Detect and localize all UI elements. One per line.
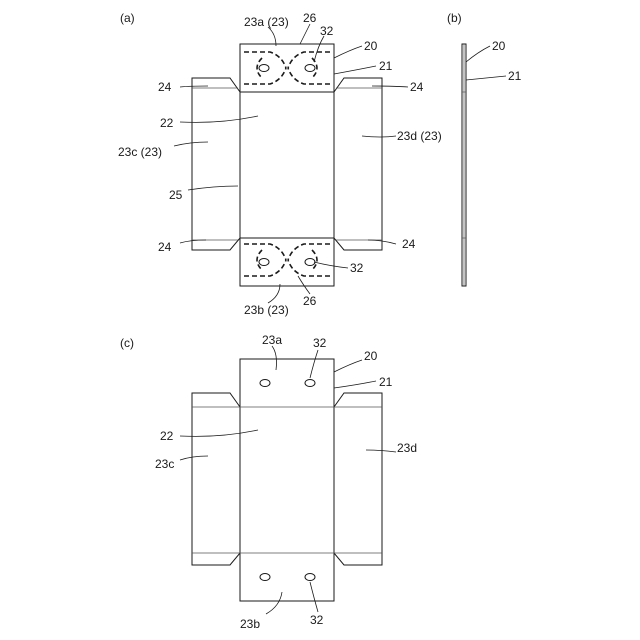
view-a: (a) xyxy=(118,11,442,317)
label-c-bottom-panel: 22 xyxy=(160,429,174,443)
label-hole-bottom: 32 xyxy=(350,261,364,275)
view-c-caption: (c) xyxy=(120,336,134,350)
label-corner-tr: 24 xyxy=(410,80,424,94)
view-c: (c) 23a 32 20 21 22 23c 23d 23b 32 xyxy=(120,333,417,631)
hole-icon xyxy=(305,259,315,266)
hole-icon xyxy=(305,65,315,72)
label-corner-br: 24 xyxy=(402,237,416,251)
label-sheet: 20 xyxy=(364,39,378,53)
view-a-bottom-flap-pattern xyxy=(244,244,330,276)
label-c-bottom-flap: 23b xyxy=(240,617,260,631)
view-c-blank-outline xyxy=(192,359,382,601)
view-b-leader xyxy=(466,76,506,80)
label-c-hole-top: 32 xyxy=(313,336,327,350)
label-hole-top: 32 xyxy=(320,24,334,38)
label-bottom-flap: 23b (23) xyxy=(244,303,289,317)
view-b: (b) 20 21 xyxy=(447,11,522,286)
label-corner-tl: 24 xyxy=(158,80,172,94)
label-c-right-side: 23d xyxy=(397,441,417,455)
label-c-top-flap: 23a xyxy=(262,333,282,347)
label-right-side: 23d (23) xyxy=(397,129,442,143)
hole-icon xyxy=(305,574,315,581)
hole-icon xyxy=(259,65,269,72)
hole-icon xyxy=(305,380,315,387)
label-c-sheet: 20 xyxy=(364,349,378,363)
label-c-left-side: 23c xyxy=(155,457,174,471)
hole-icon xyxy=(259,259,269,266)
view-a-caption: (a) xyxy=(120,11,135,25)
view-b-caption: (b) xyxy=(447,11,462,25)
label-c-hole-bottom: 32 xyxy=(310,613,324,627)
label-top-flap: 23a (23) xyxy=(244,15,289,29)
label-view-b-coating: 21 xyxy=(508,69,522,83)
label-fold-line: 25 xyxy=(169,188,183,202)
label-left-side: 23c (23) xyxy=(118,145,162,159)
view-a-blank-outline xyxy=(192,44,382,286)
hole-icon xyxy=(260,380,270,387)
hole-icon xyxy=(260,574,270,581)
view-c-leader-lines xyxy=(180,346,396,614)
label-coating: 21 xyxy=(379,59,393,73)
label-view-b-sheet: 20 xyxy=(492,39,506,53)
label-c-coating: 21 xyxy=(379,375,393,389)
label-hinge-top: 26 xyxy=(303,11,317,25)
label-corner-bl: 24 xyxy=(158,240,172,254)
label-hinge-bottom: 26 xyxy=(303,294,317,308)
view-a-top-flap-pattern xyxy=(244,52,330,84)
view-a-leader-lines xyxy=(174,24,408,303)
label-bottom-panel: 22 xyxy=(160,116,174,130)
view-b-leader xyxy=(466,46,490,62)
